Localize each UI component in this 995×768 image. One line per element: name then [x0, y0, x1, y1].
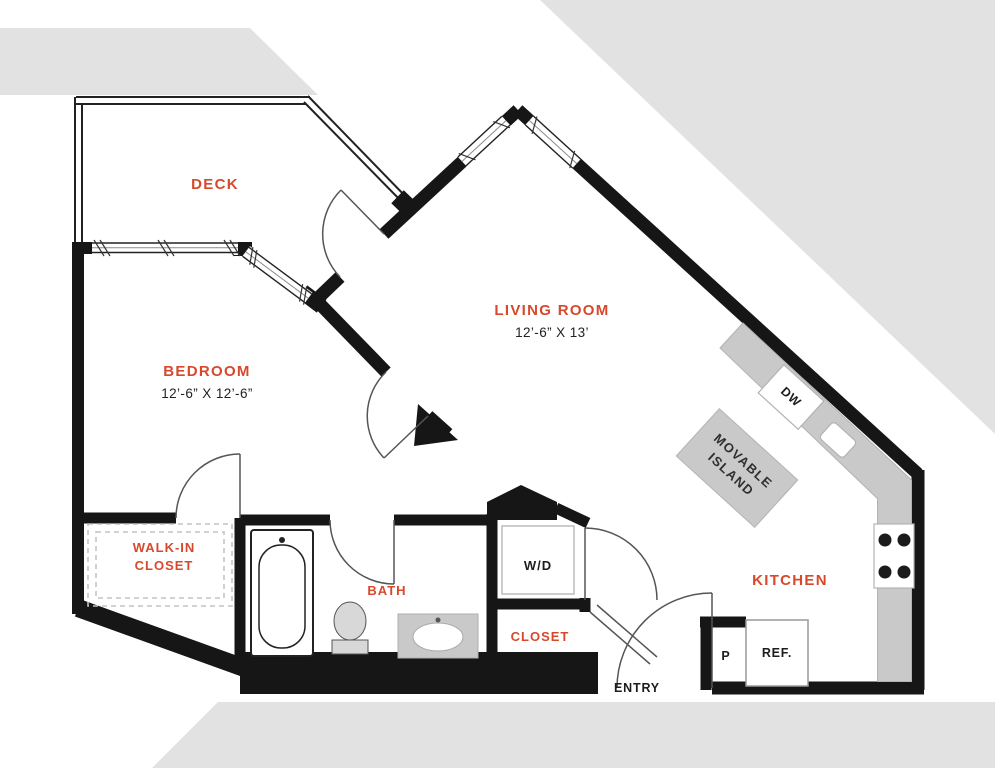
wall-peak [487, 485, 557, 520]
bedroom-label: BEDROOM [163, 363, 250, 380]
bedroom-door-arc [366, 371, 429, 459]
stove [873, 523, 915, 589]
closet-door [589, 604, 658, 665]
window-bedroom-corner [241, 246, 313, 305]
wall-cap-arrow [414, 404, 458, 446]
background-shape-bottom [152, 702, 995, 768]
kitchen-sink [819, 422, 857, 458]
walk-in-closet-shelves [87, 523, 233, 607]
washer-dryer [501, 525, 575, 595]
walk-in-closet-label-line1: WALK-IN [133, 540, 196, 555]
movable-island: MOVABLE ISLAND [675, 407, 799, 529]
deck-label: DECK [191, 176, 239, 193]
bathtub [250, 529, 314, 657]
kitchen-label: KITCHEN [752, 572, 828, 589]
deck-door-arc [321, 189, 385, 278]
room-labels: DECK BEDROOM 12’-6” X 12’-6” LIVING ROOM… [133, 176, 828, 695]
dishwasher: DW [757, 363, 825, 431]
window-bedroom-front [92, 239, 241, 257]
windows [92, 114, 582, 305]
bath-door-arc [329, 519, 395, 585]
bedroom-dims: 12’-6” X 12’-6” [161, 386, 253, 401]
refrigerator: REF. [745, 619, 809, 687]
pantry-label: P [721, 649, 730, 663]
doors [175, 189, 713, 689]
closet-label: CLOSET [511, 629, 570, 644]
walk-in-closet-label-line2: CLOSET [135, 558, 194, 573]
background-shape-top-left [0, 28, 318, 95]
walk-in-closet-door-arc [175, 453, 241, 519]
entry-label: ENTRY [614, 681, 660, 695]
window-living-right [524, 114, 582, 170]
laundry-door-arc [584, 527, 658, 601]
laundry-label: W/D [524, 558, 552, 573]
background-shape-top-right [540, 0, 995, 434]
bath-label: BATH [367, 583, 406, 598]
living-room-dims: 12’-6” X 13’ [515, 325, 589, 340]
toilet [331, 601, 369, 655]
entry-door-arc [616, 592, 713, 689]
window-living-left [456, 115, 512, 167]
vanity-sink [397, 613, 479, 659]
living-room-label: LIVING ROOM [494, 302, 609, 319]
refrigerator-label: REF. [762, 646, 792, 660]
